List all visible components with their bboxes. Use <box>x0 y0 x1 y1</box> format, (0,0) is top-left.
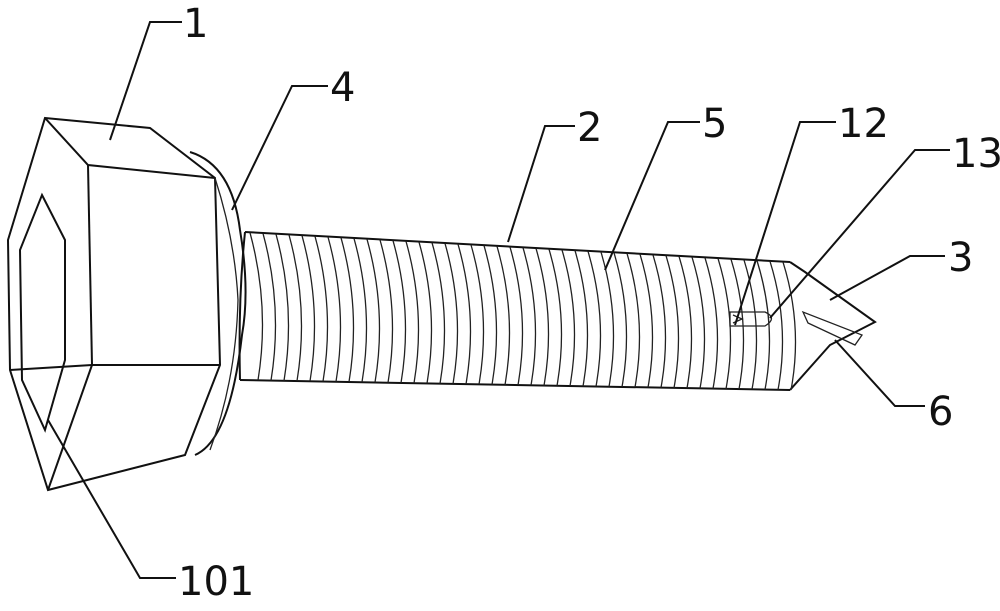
thread-arc <box>561 249 576 387</box>
thread-arc <box>470 244 485 385</box>
thread-arc <box>431 242 446 384</box>
label-4: 4 <box>330 65 356 111</box>
thread-arc <box>457 243 472 385</box>
thread-arc <box>444 243 459 384</box>
thread-arc <box>353 238 368 383</box>
thread-arc <box>652 254 667 388</box>
thread-arc <box>678 256 693 389</box>
thread-arc <box>496 246 511 385</box>
thread-arc <box>405 241 420 384</box>
thread-arc <box>626 253 641 388</box>
shank <box>238 231 877 391</box>
thread-arc <box>327 236 342 382</box>
thread-arc <box>535 248 550 386</box>
thread-arc <box>756 260 771 390</box>
thread-arc <box>769 261 784 390</box>
thread-arc <box>548 248 563 386</box>
thread-arc <box>262 233 277 381</box>
thread-arc <box>782 261 797 391</box>
label-3: 3 <box>948 235 974 281</box>
thread-arc <box>717 258 732 389</box>
thread-arc <box>587 251 602 387</box>
bolt-head <box>6 116 222 492</box>
thread-arc <box>665 255 680 388</box>
thread-arc <box>288 234 303 382</box>
label-5: 5 <box>702 101 728 147</box>
thread-arc <box>340 237 355 383</box>
thread-arc <box>574 250 589 387</box>
leader-lines <box>47 21 950 579</box>
thread-arc <box>639 253 654 388</box>
thread-arc <box>509 246 524 386</box>
thread-arc <box>691 256 706 389</box>
label-13: 13 <box>952 131 1000 177</box>
thread-arc <box>613 252 628 388</box>
label-12: 12 <box>838 101 889 147</box>
thread-arc <box>314 236 329 382</box>
thread-arc <box>379 239 394 383</box>
thread-arc <box>366 238 381 383</box>
thread-arc <box>301 235 316 382</box>
thread-arc <box>522 247 537 386</box>
thread-arc <box>730 259 745 390</box>
label-101: 101 <box>178 559 255 605</box>
hex-socket <box>18 192 66 433</box>
thread-lines <box>249 232 797 391</box>
label-1: 1 <box>183 1 209 47</box>
thread-arc <box>483 245 498 385</box>
washer <box>189 151 247 456</box>
thread-arc <box>704 257 719 389</box>
label-2: 2 <box>577 105 603 151</box>
thread-arc <box>418 241 433 384</box>
thread-arc <box>743 259 758 390</box>
thread-arc <box>275 233 290 381</box>
label-6: 6 <box>928 389 954 435</box>
thread-arc <box>600 251 615 387</box>
thread-arc <box>392 240 407 383</box>
thread-arc <box>249 232 264 381</box>
